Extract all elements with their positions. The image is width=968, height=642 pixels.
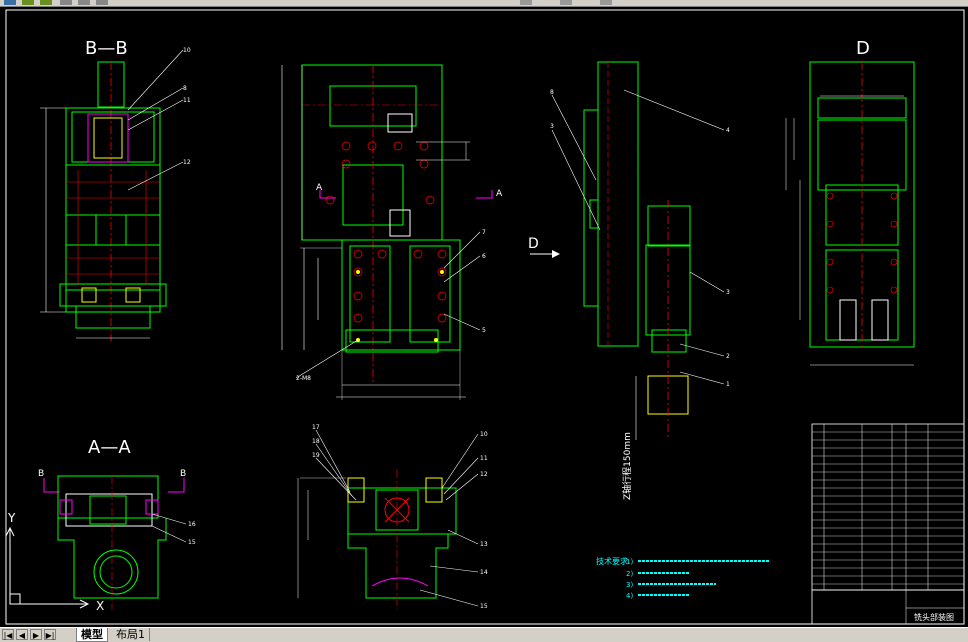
- bb-view-title: B—B: [85, 38, 128, 59]
- aa-view-title: A—A: [88, 437, 131, 458]
- aa-balloon: 16: [188, 521, 196, 528]
- side-balloon: 8: [550, 89, 554, 96]
- side-balloon: 1: [726, 381, 730, 388]
- aa-balloon: 15: [188, 539, 196, 546]
- view-d-arrow-label: D: [528, 236, 539, 252]
- prev-tab-button[interactable]: ◀: [16, 629, 28, 640]
- bottom-balloon: 19: [312, 452, 320, 459]
- front-balloon: 7: [482, 229, 486, 236]
- cut-b-left-label: B: [38, 469, 44, 479]
- z-stroke-dimension: Z轴行程150mm: [621, 432, 633, 500]
- ucs-icon: Y X: [5, 511, 104, 613]
- zoom-window-icon[interactable]: [96, 0, 108, 5]
- standard-toolbar: [0, 0, 968, 7]
- layer-icon[interactable]: [560, 0, 572, 5]
- bottom-balloon: 11: [480, 455, 488, 462]
- note-item: 1): [626, 558, 633, 566]
- bb-balloon: 11: [183, 97, 191, 104]
- properties-icon[interactable]: [520, 0, 532, 5]
- front-balloon: 5: [482, 327, 486, 334]
- side-balloon: 2: [726, 353, 730, 360]
- technical-notes: 技术要求 1) 2) 3) 4): [596, 556, 770, 600]
- front-note: 2-M8: [296, 375, 311, 382]
- bottom-balloon: 17: [312, 424, 320, 431]
- section-bb-view: B—B 10 8 11 12: [40, 38, 191, 345]
- last-tab-button[interactable]: ▶|: [44, 629, 56, 640]
- front-balloon: 6: [482, 253, 486, 260]
- front-view: A A 7 6 5 2-M8: [281, 64, 503, 400]
- bottom-section-view: 17 18 19 10 11 12 13 14 15: [297, 424, 488, 610]
- note-item: 3): [626, 581, 633, 589]
- bill-of-materials-table: 铣头部装图: [811, 423, 965, 625]
- bb-balloon: 12: [183, 159, 191, 166]
- drawing-frame: [5, 9, 965, 625]
- section-aa-view: A—A B B 16 15: [38, 437, 196, 610]
- notes-heading: 技术要求: [596, 556, 628, 566]
- undo-icon[interactable]: [22, 0, 34, 5]
- side-balloon: 3: [726, 289, 730, 296]
- d-view-title: D: [856, 38, 870, 59]
- bottom-balloon: 12: [480, 471, 488, 478]
- save-icon[interactable]: [4, 0, 16, 5]
- next-tab-button[interactable]: ▶: [30, 629, 42, 640]
- cut-a-left-label: A: [316, 183, 323, 193]
- drawing-name: 铣头部装图: [914, 612, 954, 622]
- side-view: Z轴行程150mm D 8 3 4 3 2 1: [528, 61, 730, 500]
- zoom-icon[interactable]: [78, 0, 90, 5]
- bottom-balloon: 18: [312, 438, 320, 445]
- layout-tab-bar: |◀ ◀ ▶ ▶| 模型 布局1: [0, 627, 968, 642]
- tab-layout1[interactable]: 布局1: [112, 628, 150, 641]
- bottom-balloon: 14: [480, 569, 488, 576]
- side-balloon: 4: [726, 127, 730, 134]
- ucs-x-label: X: [96, 599, 104, 613]
- redo-icon[interactable]: [40, 0, 52, 5]
- view-d: D: [785, 38, 915, 366]
- cut-a-right-label: A: [496, 189, 503, 199]
- first-tab-button[interactable]: |◀: [2, 629, 14, 640]
- side-balloon: 3: [550, 123, 554, 130]
- print-icon[interactable]: [600, 0, 612, 5]
- drawing-canvas[interactable]: B—B 10 8 11 12: [0, 7, 968, 626]
- bb-balloon: 10: [183, 47, 191, 54]
- ucs-y-label: Y: [7, 511, 16, 525]
- bottom-balloon: 10: [480, 431, 488, 438]
- tab-model[interactable]: 模型: [76, 628, 108, 642]
- pan-icon[interactable]: [60, 0, 72, 5]
- bb-balloon: 8: [183, 85, 187, 92]
- cut-b-right-label: B: [180, 469, 186, 479]
- bottom-balloon: 15: [480, 603, 488, 610]
- bottom-balloon: 13: [480, 541, 488, 548]
- note-item: 4): [626, 592, 633, 600]
- note-item: 2): [626, 570, 633, 578]
